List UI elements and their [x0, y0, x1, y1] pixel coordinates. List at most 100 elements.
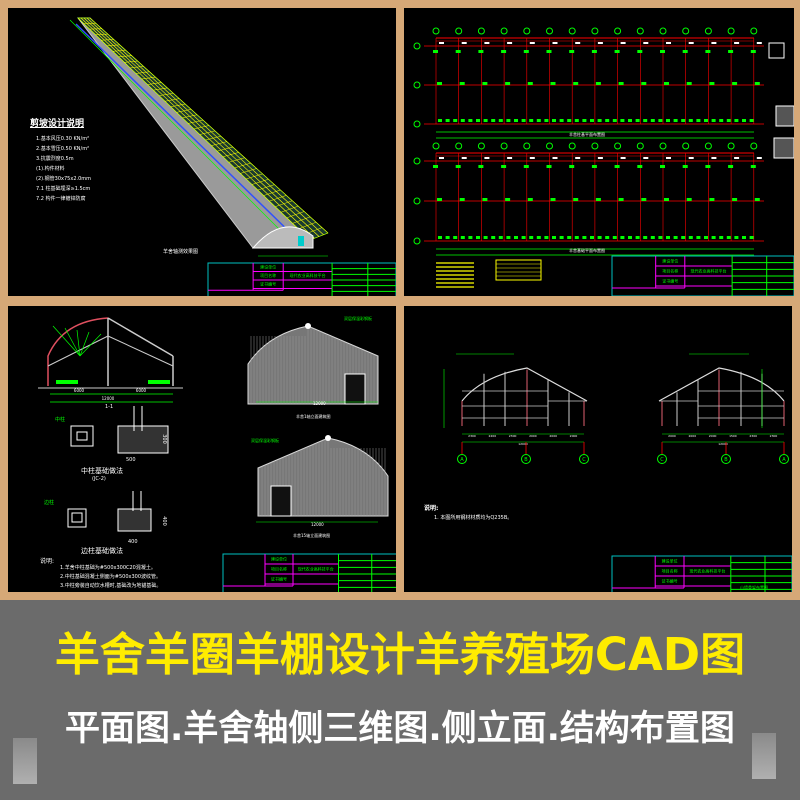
dimension-text: 2000	[549, 434, 557, 438]
side-column-height: 400	[160, 516, 167, 526]
column-tag	[754, 198, 760, 201]
axis-bubble	[500, 142, 508, 150]
eave-line	[75, 23, 305, 247]
dimension-tag	[643, 42, 649, 44]
column-tag	[523, 50, 529, 53]
dimension-tag	[552, 42, 558, 44]
axis-bubble	[568, 27, 576, 35]
column-tag	[686, 82, 692, 85]
roof-rib	[80, 17, 315, 239]
axis-bubble	[546, 142, 553, 150]
column-tag	[605, 236, 610, 239]
column-tag	[460, 119, 465, 122]
dimension-tag	[529, 42, 535, 44]
column-tag	[673, 236, 678, 239]
note-line: 1.羊舍中柱基础为#500x300C20混凝土。	[60, 565, 156, 571]
column-tag	[574, 119, 579, 122]
dimension-tag	[439, 42, 444, 44]
column-tag	[641, 198, 647, 201]
promo-banner: 羊舍羊圈羊棚设计羊养殖场CAD图 平面图.羊舍轴侧三维图.侧立面.结构布置图	[0, 600, 800, 800]
column-tag	[453, 119, 458, 122]
column-tag	[658, 119, 663, 122]
axis-bubble	[614, 27, 622, 35]
column-tag	[482, 82, 488, 85]
dimension-tag	[461, 42, 467, 44]
column-tag	[523, 165, 529, 168]
column-detail	[768, 42, 785, 59]
brace-line	[79, 333, 102, 357]
column-tag	[460, 236, 465, 239]
axis-bubble	[779, 454, 789, 464]
axis-bubble	[750, 142, 758, 150]
dimension-tag	[507, 42, 513, 44]
axis-bubble	[413, 237, 421, 245]
column-tag	[688, 119, 693, 122]
frame-rafter	[658, 367, 785, 402]
column-tag	[590, 119, 594, 122]
axis-bubble	[432, 27, 440, 35]
column-tag	[569, 50, 575, 53]
dimension-tag	[575, 42, 581, 44]
column-detail	[775, 105, 794, 127]
dimension-text: 2300	[749, 434, 757, 438]
column-tag	[666, 119, 670, 122]
note-line: 7.2 构件一律镀锌防腐	[36, 196, 86, 202]
column-tag	[650, 236, 655, 239]
column-tag	[437, 82, 442, 85]
column-tag	[643, 119, 648, 122]
column-tag	[686, 198, 692, 201]
column-tag	[514, 119, 518, 122]
column-tag	[552, 236, 556, 239]
footing-section	[117, 425, 169, 454]
column-tag	[506, 236, 511, 239]
dimension-text: 2000	[570, 434, 578, 438]
axis-bubble	[636, 27, 644, 35]
elevation2-tag: 双层保温彩钢板	[251, 438, 279, 443]
elevation-view	[257, 435, 389, 517]
roof-rib	[89, 17, 329, 234]
title-block	[222, 553, 396, 592]
column-tag	[550, 82, 556, 85]
column-tag	[536, 236, 541, 239]
brace-line	[79, 331, 90, 357]
brace-line	[76, 329, 81, 357]
column-tag	[658, 236, 663, 239]
column-tag	[478, 50, 484, 53]
note-line: 3.抗震烈度0.5m	[36, 156, 74, 162]
ridge-vent	[325, 435, 331, 441]
dimension-tag	[507, 157, 513, 159]
dimension-text: 2200	[488, 434, 496, 438]
column-tag	[705, 50, 711, 53]
column-tag	[635, 119, 640, 122]
title-block-label: 项目名称	[260, 272, 276, 278]
column-tag	[498, 119, 503, 122]
axis-bubble	[455, 142, 463, 150]
dimension-tag	[643, 157, 649, 159]
axis-bubble	[704, 27, 712, 35]
title-block-label: 证书编号	[662, 278, 678, 284]
axis-bubble	[579, 454, 589, 464]
axis-bubble	[523, 27, 531, 35]
axis-bubble	[636, 142, 644, 150]
side-column-title: 边柱基础做法	[81, 547, 123, 555]
dimension-text: 6000	[136, 388, 147, 393]
column-tag	[459, 82, 465, 85]
column-tag	[612, 236, 617, 239]
note-line: (2).钢管30x75x2.0mm	[36, 176, 92, 182]
footing-section	[117, 508, 152, 532]
column-tag	[453, 236, 458, 239]
axis-bubble	[413, 120, 421, 128]
elevation2-label: 羊舍15轴立面建筑图	[293, 533, 331, 538]
column-tag	[567, 119, 572, 122]
column-tag	[614, 50, 620, 53]
axis-bubble	[682, 27, 690, 35]
column-tag	[505, 82, 511, 85]
title-block	[611, 555, 792, 592]
banner-subtitle: 平面图.羊舍轴侧三维图.侧立面.结构布置图	[65, 709, 735, 749]
watermark-thumbnail	[13, 738, 37, 784]
column-tag	[682, 165, 688, 168]
axis-bubble	[568, 142, 576, 150]
middle-column-code: (JC-2)	[92, 476, 106, 482]
